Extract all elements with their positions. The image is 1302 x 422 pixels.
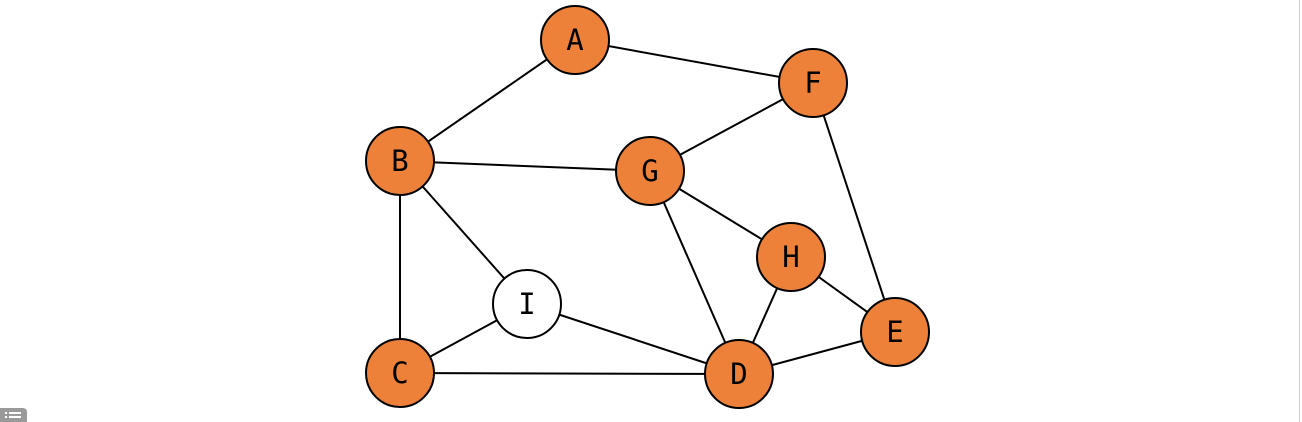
nodes-layer: A F B G H I E C D bbox=[365, 5, 930, 409]
edge-c-d bbox=[399, 372, 740, 375]
node-label: D bbox=[730, 357, 747, 391]
node-circle[interactable] bbox=[756, 222, 826, 292]
edge-a-f bbox=[574, 39, 814, 84]
node-c[interactable]: C bbox=[365, 338, 435, 408]
list-icon[interactable] bbox=[0, 408, 27, 422]
node-circle[interactable] bbox=[778, 48, 848, 118]
node-a[interactable]: A bbox=[540, 5, 610, 75]
node-circle[interactable] bbox=[860, 297, 930, 367]
node-b[interactable]: B bbox=[365, 126, 435, 196]
node-circle[interactable] bbox=[492, 269, 562, 339]
edge-a-b bbox=[399, 39, 576, 162]
node-f[interactable]: F bbox=[778, 48, 848, 118]
node-g[interactable]: G bbox=[615, 136, 685, 206]
node-d[interactable]: D bbox=[704, 339, 774, 409]
edge-f-e bbox=[812, 82, 896, 333]
node-circle[interactable] bbox=[540, 5, 610, 75]
node-circle[interactable] bbox=[365, 126, 435, 196]
node-label: C bbox=[391, 356, 408, 390]
page-right-border bbox=[1299, 0, 1300, 422]
node-label: A bbox=[566, 23, 583, 57]
node-circle[interactable] bbox=[365, 338, 435, 408]
node-circle[interactable] bbox=[615, 136, 685, 206]
node-label: F bbox=[804, 66, 821, 100]
node-label: G bbox=[641, 154, 658, 188]
edge-i-d bbox=[526, 303, 740, 375]
node-h[interactable]: H bbox=[756, 222, 826, 292]
node-label: E bbox=[886, 315, 903, 349]
node-label: B bbox=[391, 144, 408, 178]
node-i[interactable]: I bbox=[492, 269, 562, 339]
edge-g-d bbox=[649, 170, 740, 375]
node-label: I bbox=[518, 287, 535, 321]
node-e[interactable]: E bbox=[860, 297, 930, 367]
node-circle[interactable] bbox=[704, 339, 774, 409]
node-label: H bbox=[782, 240, 799, 274]
edge-b-g bbox=[399, 160, 651, 172]
